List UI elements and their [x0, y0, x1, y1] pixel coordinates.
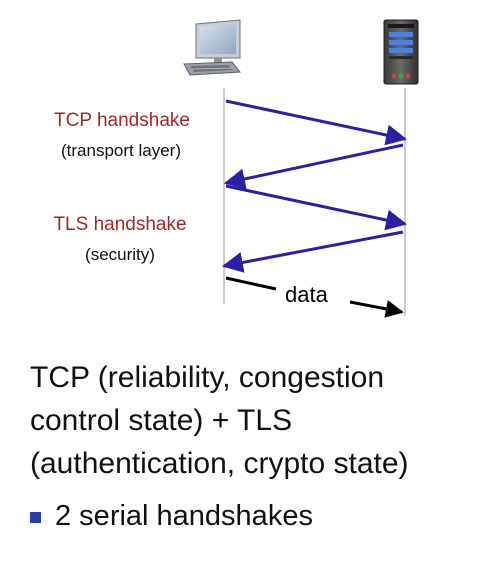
square-bullet-icon [30, 512, 41, 523]
data-arrow-end [349, 300, 404, 318]
body-text: TCP (reliability, congestion control sta… [30, 356, 409, 485]
transport-layer-label: (transport layer) [61, 141, 181, 160]
body-line-2: control state) + TLS [30, 404, 293, 437]
data-label: data [285, 282, 328, 307]
tls-handshake-label: TLS handshake [53, 214, 187, 235]
security-label: (security) [85, 245, 155, 264]
server-tower-icon [383, 19, 419, 85]
bullet-item: 2 serial handshakes [30, 500, 313, 533]
tls-hello-arrow [225, 184, 408, 231]
tcp-handshake-label: TCP handshake [54, 110, 190, 131]
data-arrow-start [225, 276, 277, 291]
tcp-syn-arrow [225, 99, 408, 146]
body-line-1: TCP (reliability, congestion [30, 361, 385, 394]
desktop-computer-icon [183, 19, 241, 76]
bullet-text: 2 serial handshakes [55, 500, 313, 532]
body-line-3: (authentication, crypto state) [30, 447, 409, 480]
tcp-synack-arrow [223, 143, 404, 190]
tls-response-arrow [221, 230, 404, 273]
